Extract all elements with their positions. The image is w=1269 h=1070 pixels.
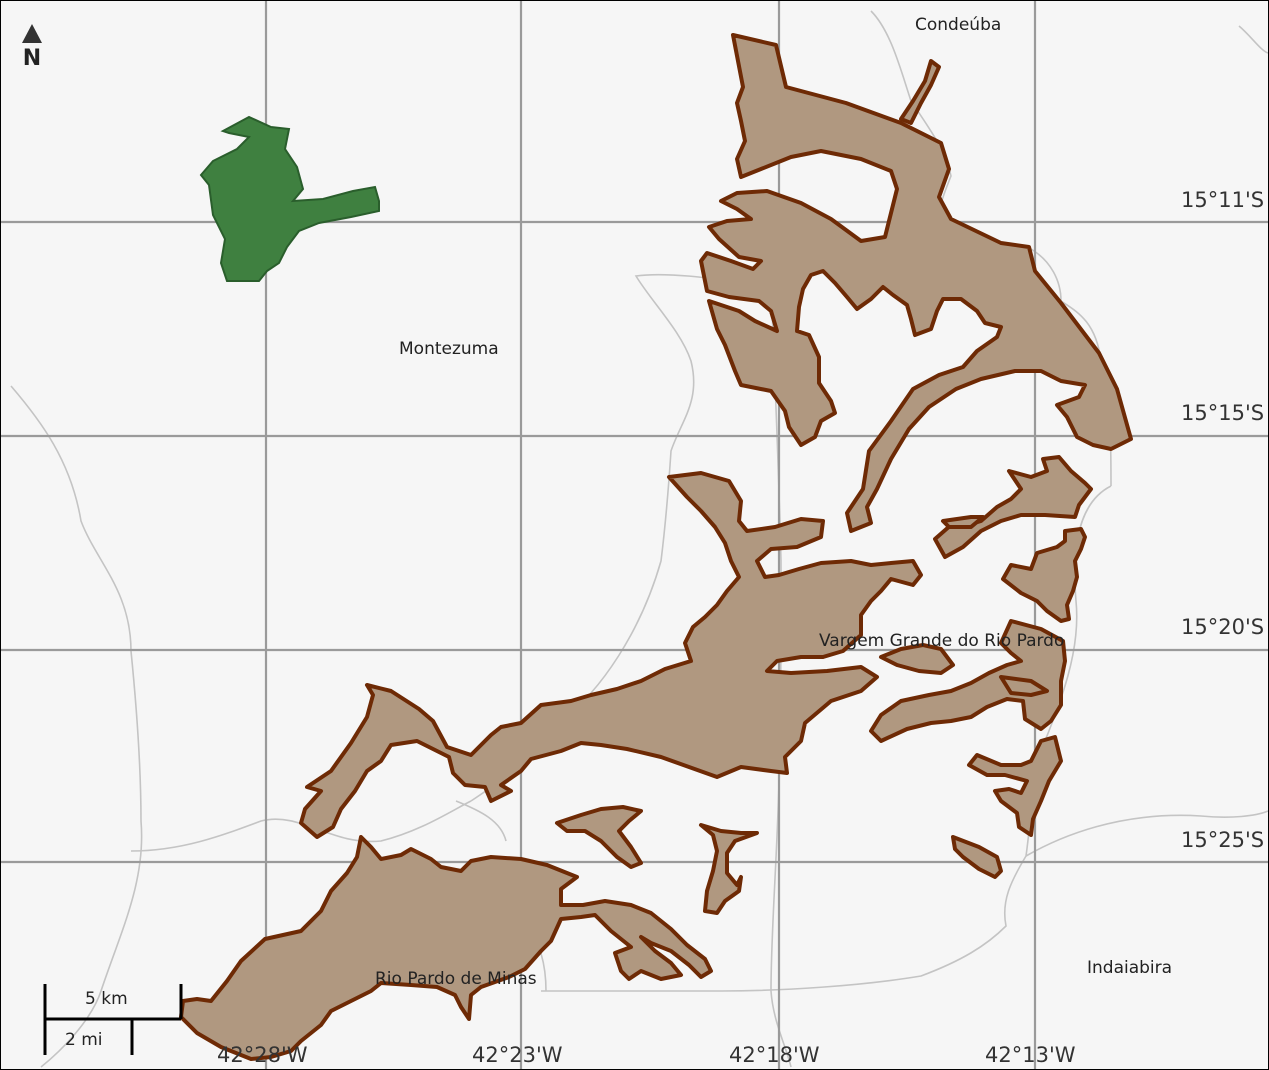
scale-bar-km-label: 5 km xyxy=(85,989,128,1009)
lat-label: 15°15'S xyxy=(1181,401,1265,425)
boundary-line xyxy=(10,385,143,1068)
scale-bar-mi-label: 2 mi xyxy=(65,1030,103,1050)
brown-area-north xyxy=(699,33,1133,533)
brown-area-southwest xyxy=(179,835,713,1061)
north-arrow-icon xyxy=(22,24,42,43)
boundary-line xyxy=(455,800,507,842)
brown-area-center-small-1 xyxy=(879,643,955,675)
brown-area-south-small-3 xyxy=(699,823,759,915)
lon-label: 42°18'W xyxy=(729,1043,820,1067)
place-label-montezuma: Montezuma xyxy=(399,339,499,359)
brown-area-east-4 xyxy=(869,619,1067,743)
brown-area-spike xyxy=(899,59,941,125)
place-label-vargem-grande: Vargem Grande do Rio Pardo xyxy=(819,631,1065,651)
brown-area-east-6 xyxy=(967,735,1063,837)
brown-area-south-small-1 xyxy=(951,835,1003,879)
place-label-condeuba: Condeúba xyxy=(915,15,1002,35)
lat-label: 15°25'S xyxy=(1181,828,1265,852)
green-area xyxy=(199,115,380,282)
boundary-line xyxy=(1025,810,1268,857)
north-arrow: N xyxy=(17,23,47,71)
lon-label: 42°23'W xyxy=(472,1043,563,1067)
boundary-line xyxy=(541,855,1027,992)
brown-area-center xyxy=(299,471,923,839)
green-area-layer xyxy=(199,115,380,282)
boundary-line xyxy=(1238,25,1268,54)
place-label-rio-pardo: Rio Pardo de Minas xyxy=(375,969,537,989)
scale-bar xyxy=(43,984,183,1055)
brown-area-east-2 xyxy=(941,515,985,529)
brown-area-south-small-2 xyxy=(555,805,643,869)
lon-label: 42°13'W xyxy=(985,1043,1076,1067)
boundary-line xyxy=(130,800,472,852)
brown-area-east-3 xyxy=(1001,527,1087,623)
lon-label: 42°28'W xyxy=(217,1043,308,1067)
north-arrow-label: N xyxy=(22,46,42,71)
lat-label: 15°11'S xyxy=(1181,188,1265,212)
brown-area-east-5 xyxy=(999,675,1049,697)
lat-label: 15°20'S xyxy=(1181,615,1265,639)
brown-area-layer xyxy=(179,33,1133,1061)
place-label-indaiabira: Indaiabira xyxy=(1087,958,1173,978)
